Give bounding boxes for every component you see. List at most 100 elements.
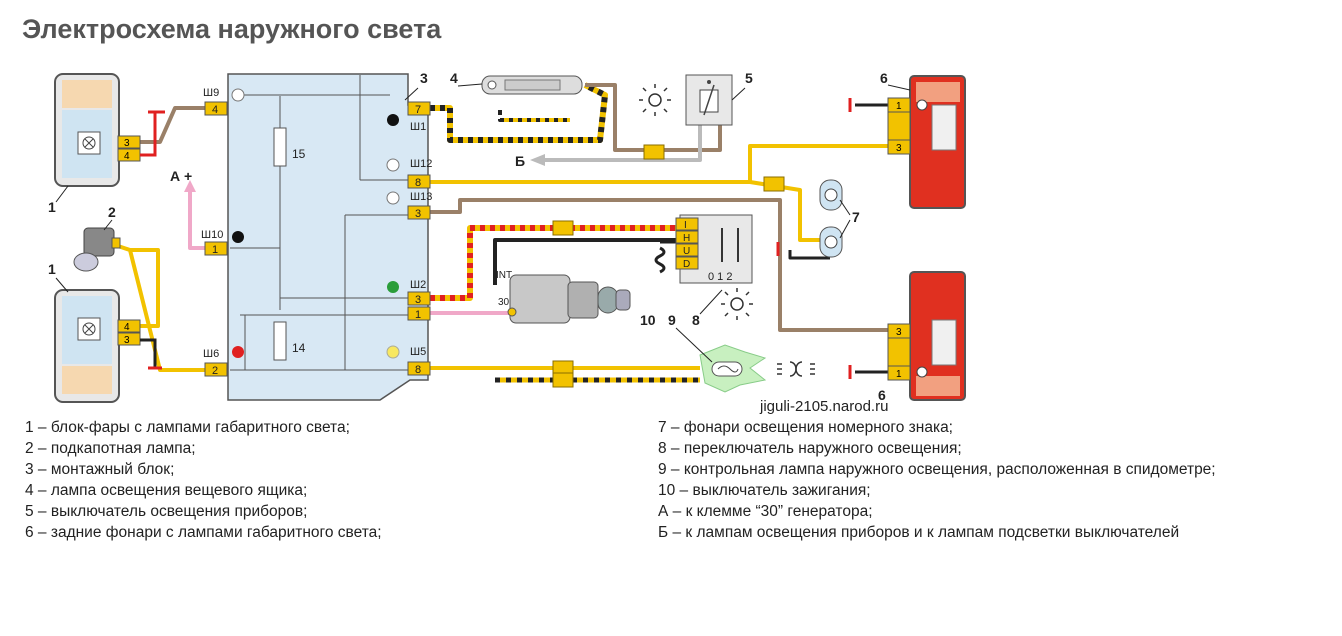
wires [111,82,890,383]
label-n3: 3 [420,70,428,86]
svg-text:I: I [684,220,687,231]
rear-lamp-top: 1 3 [848,75,966,209]
wire-yellow-headlight-bottom [130,248,160,328]
label-n5: 5 [745,70,753,86]
legend-item: 6 – задние фонари с лампами габаритного … [25,524,382,541]
socket-ш2: Ш2 [410,279,426,291]
svg-text:7: 7 [415,104,421,116]
glovebox-lamp [481,75,583,95]
wire-yellow-ш12 [430,144,890,184]
svg-text:8: 8 [415,364,421,376]
switch8-coil [654,246,666,274]
sun-icon-bottom [721,288,753,320]
svg-text:3: 3 [896,143,902,154]
mounting-block: 15 14 [227,73,429,401]
label-n6-top: 6 [880,70,888,86]
legend-item: 5 – выключатель освещения приборов; [25,503,308,520]
svg-text:2: 2 [212,365,218,377]
svg-text:3: 3 [896,327,902,338]
legend-item: 8 – переключатель наружного освещения; [658,440,962,457]
wire-yellow-lower-left [111,242,205,372]
fuse-15 [273,127,287,167]
sun-icon-top [639,84,671,116]
socket-ш13: Ш13 [410,191,432,203]
socket-ш12: Ш12 [410,158,432,170]
light-switch: I H U D 0 1 2 [675,214,753,284]
legend-item: Б – к лампам освещения приборов и к ламп… [658,524,1180,541]
wire-plate-ground [788,250,830,260]
socket-ш6: Ш6 [203,348,219,360]
legend-item: 2 – подкапотная лампа; [25,440,196,457]
legend-item: 3 – монтажный блок; [25,461,175,478]
wire-black-ign [493,238,680,285]
label-n6-bottom: 6 [878,387,886,403]
svg-text:1: 1 [896,101,902,112]
svg-text:3: 3 [124,335,130,346]
svg-text:U: U [683,246,690,257]
hood-lamp [73,227,121,272]
block-right-pins: 7 8 3 3 1 8 Ш1 Ш12 Ш13 Ш2 Ш5 [407,101,432,376]
svg-text:1: 1 [212,244,218,256]
svg-text:D: D [683,259,690,270]
arrow-b [530,154,545,166]
instrument-light-switch [685,74,733,126]
ignition-switch: INT 30 [496,270,631,324]
rear-lamp-bottom: 3 1 [848,271,966,401]
connectors [552,144,785,388]
block-left-pins: 4 1 2 Ш9 Ш10 Ш6 [201,87,228,377]
label-n1-bottom: 1 [48,261,56,277]
label-n4: 4 [450,70,458,86]
svg-text:4: 4 [124,322,130,333]
page-title: Электросхема наружного света [22,14,442,44]
svg-text:0 1 2: 0 1 2 [708,271,732,283]
svg-text:1: 1 [896,369,902,380]
socket-ш9: Ш9 [203,87,219,99]
label-b: Б [515,153,525,169]
wire-glovebox-ground [498,110,570,122]
svg-text:4: 4 [124,151,130,162]
arrow-a [184,180,196,192]
fuse-label-14: 14 [292,341,306,355]
legend-item: 4 – лампа освещения вещевого ящика; [25,482,308,499]
svg-text:30: 30 [498,297,510,308]
legend-item: 1 – блок-фары с лампами габаритного свет… [25,419,350,436]
socket-ш5: Ш5 [410,346,426,358]
label-a: А + [170,168,192,184]
label-n7: 7 [852,209,860,225]
plate-lamps [776,179,843,258]
parking-light-icon [777,361,815,377]
wire-brown-ш13 [430,198,890,332]
socket-ш10: Ш10 [201,229,223,241]
legend-left: 1 – блок-фары с лампами габаритного свет… [25,417,382,543]
legend-item: 7 – фонари освещения номерного знака; [658,419,953,436]
svg-text:INT: INT [496,270,512,281]
watermark: jiguli-2105.narod.ru [759,398,888,415]
socket-ш1: Ш1 [410,121,426,133]
headlight-bottom: 4 3 [54,289,162,403]
label-n10: 10 [640,312,656,328]
svg-text:3: 3 [124,138,130,149]
wire-brown-headlight-top [140,106,205,144]
legend-item: 10 – выключатель зажигания; [658,482,871,499]
wire-pink-a [188,190,205,250]
wire-gray-b [540,120,702,162]
wire-yellow-plate [749,180,820,242]
wiring-diagram: 15 14 4 1 2 Ш9 Ш10 Ш6 7 8 3 3 1 8 Ш [48,70,966,415]
svg-text:1: 1 [415,309,421,321]
legend-right: 7 – фонари освещения номерного знака; 8 … [658,417,1216,543]
svg-text:8: 8 [415,177,421,189]
headlight-top: 3 4 [54,73,165,187]
label-n8: 8 [692,312,700,328]
svg-text:4: 4 [212,104,218,116]
svg-text:3: 3 [415,294,421,306]
legend-item: А – к клемме “30” генератора; [658,503,873,520]
control-lamp [699,344,767,393]
label-n1-top: 1 [48,199,56,215]
label-n9: 9 [668,312,676,328]
legend-item: 9 – контрольная лампа наружного освещени… [658,461,1216,478]
svg-text:H: H [683,233,690,244]
wire-brown-switch5 [585,83,722,152]
fuse-label-15: 15 [292,147,306,161]
label-n2: 2 [108,204,116,220]
fuse-14 [273,321,287,361]
